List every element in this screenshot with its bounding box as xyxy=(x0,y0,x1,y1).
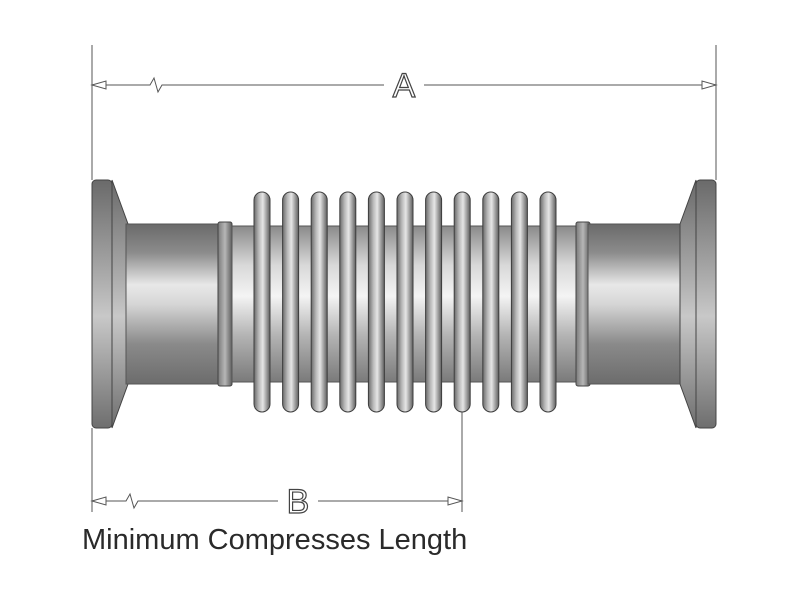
bellows-rib xyxy=(396,191,414,413)
bellows-rib xyxy=(367,191,385,413)
dimension-a-label: A xyxy=(393,67,416,105)
right-flange-cone xyxy=(679,179,697,429)
dimension-line-a xyxy=(106,76,702,94)
bellows-rib xyxy=(482,191,500,413)
left-flange xyxy=(91,179,129,429)
arrowhead-a-right xyxy=(701,80,718,90)
bellows-ribs xyxy=(253,191,557,413)
left-tube xyxy=(125,223,221,385)
bellows-rib xyxy=(339,191,357,413)
bellows-rib xyxy=(539,191,557,413)
dimension-b xyxy=(90,410,464,512)
bellows-rib xyxy=(425,191,443,413)
bellows-rib xyxy=(310,191,328,413)
bellows-rib xyxy=(510,191,528,413)
dimension-line-b xyxy=(106,492,448,510)
left-flange-face xyxy=(91,179,113,429)
arrowhead-b-right xyxy=(447,496,464,506)
right-tube xyxy=(587,223,683,385)
dimension-a xyxy=(90,45,718,180)
caption: Minimum Compresses Length xyxy=(82,524,468,556)
left-collar xyxy=(217,221,233,387)
bellows-rib xyxy=(253,191,271,413)
arrowhead-a-left xyxy=(90,80,107,90)
right-flange xyxy=(679,179,717,429)
arrowhead-b-left xyxy=(90,496,107,506)
bellows-rib xyxy=(282,191,300,413)
right-flange-face xyxy=(695,179,717,429)
dimension-b-label: B xyxy=(287,483,310,521)
bellows-rib xyxy=(453,191,471,413)
